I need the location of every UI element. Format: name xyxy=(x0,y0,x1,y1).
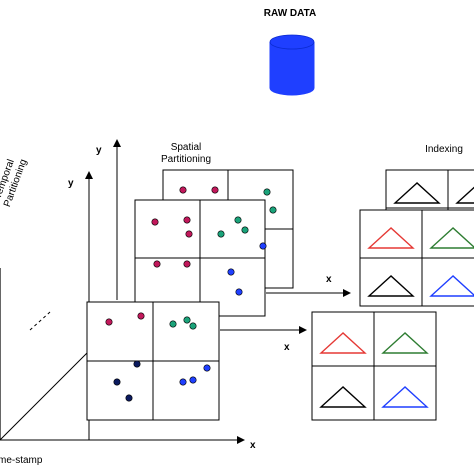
point xyxy=(151,218,159,226)
point xyxy=(227,268,235,276)
triangle xyxy=(455,186,474,204)
point xyxy=(179,186,187,194)
point xyxy=(259,242,267,250)
spatial-label-line1: Spatial xyxy=(171,142,202,153)
index-grid-front xyxy=(311,311,437,421)
triangle xyxy=(393,182,441,204)
spatial-grid-front xyxy=(86,301,220,421)
point xyxy=(211,186,219,194)
index-grids xyxy=(311,169,474,421)
point xyxy=(153,260,161,268)
axis-x-label-back: x xyxy=(326,274,332,285)
spatial-grids xyxy=(86,169,294,421)
triangle xyxy=(429,227,474,249)
point xyxy=(133,360,141,368)
triangle xyxy=(381,386,429,408)
point xyxy=(189,322,197,330)
timestamp-label: me-stamp xyxy=(0,455,43,466)
point xyxy=(105,318,113,326)
triangle xyxy=(319,332,367,354)
point xyxy=(183,260,191,268)
triangle xyxy=(381,332,429,354)
point xyxy=(269,206,277,214)
point xyxy=(217,230,225,238)
point xyxy=(137,312,145,320)
indexing-label: Indexing xyxy=(425,144,463,155)
point xyxy=(241,226,249,234)
index-grid-middle xyxy=(359,209,474,307)
raw-data-title: RAW DATA xyxy=(264,8,316,19)
triangle xyxy=(429,275,474,297)
database-icon xyxy=(269,34,315,96)
triangle xyxy=(367,227,415,249)
database-top xyxy=(269,34,315,50)
point xyxy=(189,376,197,384)
point xyxy=(203,364,211,372)
point xyxy=(169,320,177,328)
spatial-grid-middle xyxy=(134,199,267,317)
point xyxy=(234,216,242,224)
timestamp-dashed-line xyxy=(29,311,51,331)
axis-y-label-front: y xyxy=(68,178,74,189)
point xyxy=(179,378,187,386)
axis-x-label-front: x xyxy=(250,440,256,451)
axis-x-label-mid: x xyxy=(284,342,290,353)
point xyxy=(185,230,193,238)
database-body xyxy=(269,42,315,96)
point xyxy=(183,216,191,224)
point xyxy=(125,394,133,402)
point xyxy=(235,288,243,296)
point xyxy=(113,378,121,386)
triangle xyxy=(367,275,415,297)
point xyxy=(183,316,191,324)
spatial-label-line2: Partitioning xyxy=(161,154,211,165)
triangle xyxy=(319,386,367,408)
point xyxy=(263,188,271,196)
axis-y-label-back: y xyxy=(96,145,102,156)
